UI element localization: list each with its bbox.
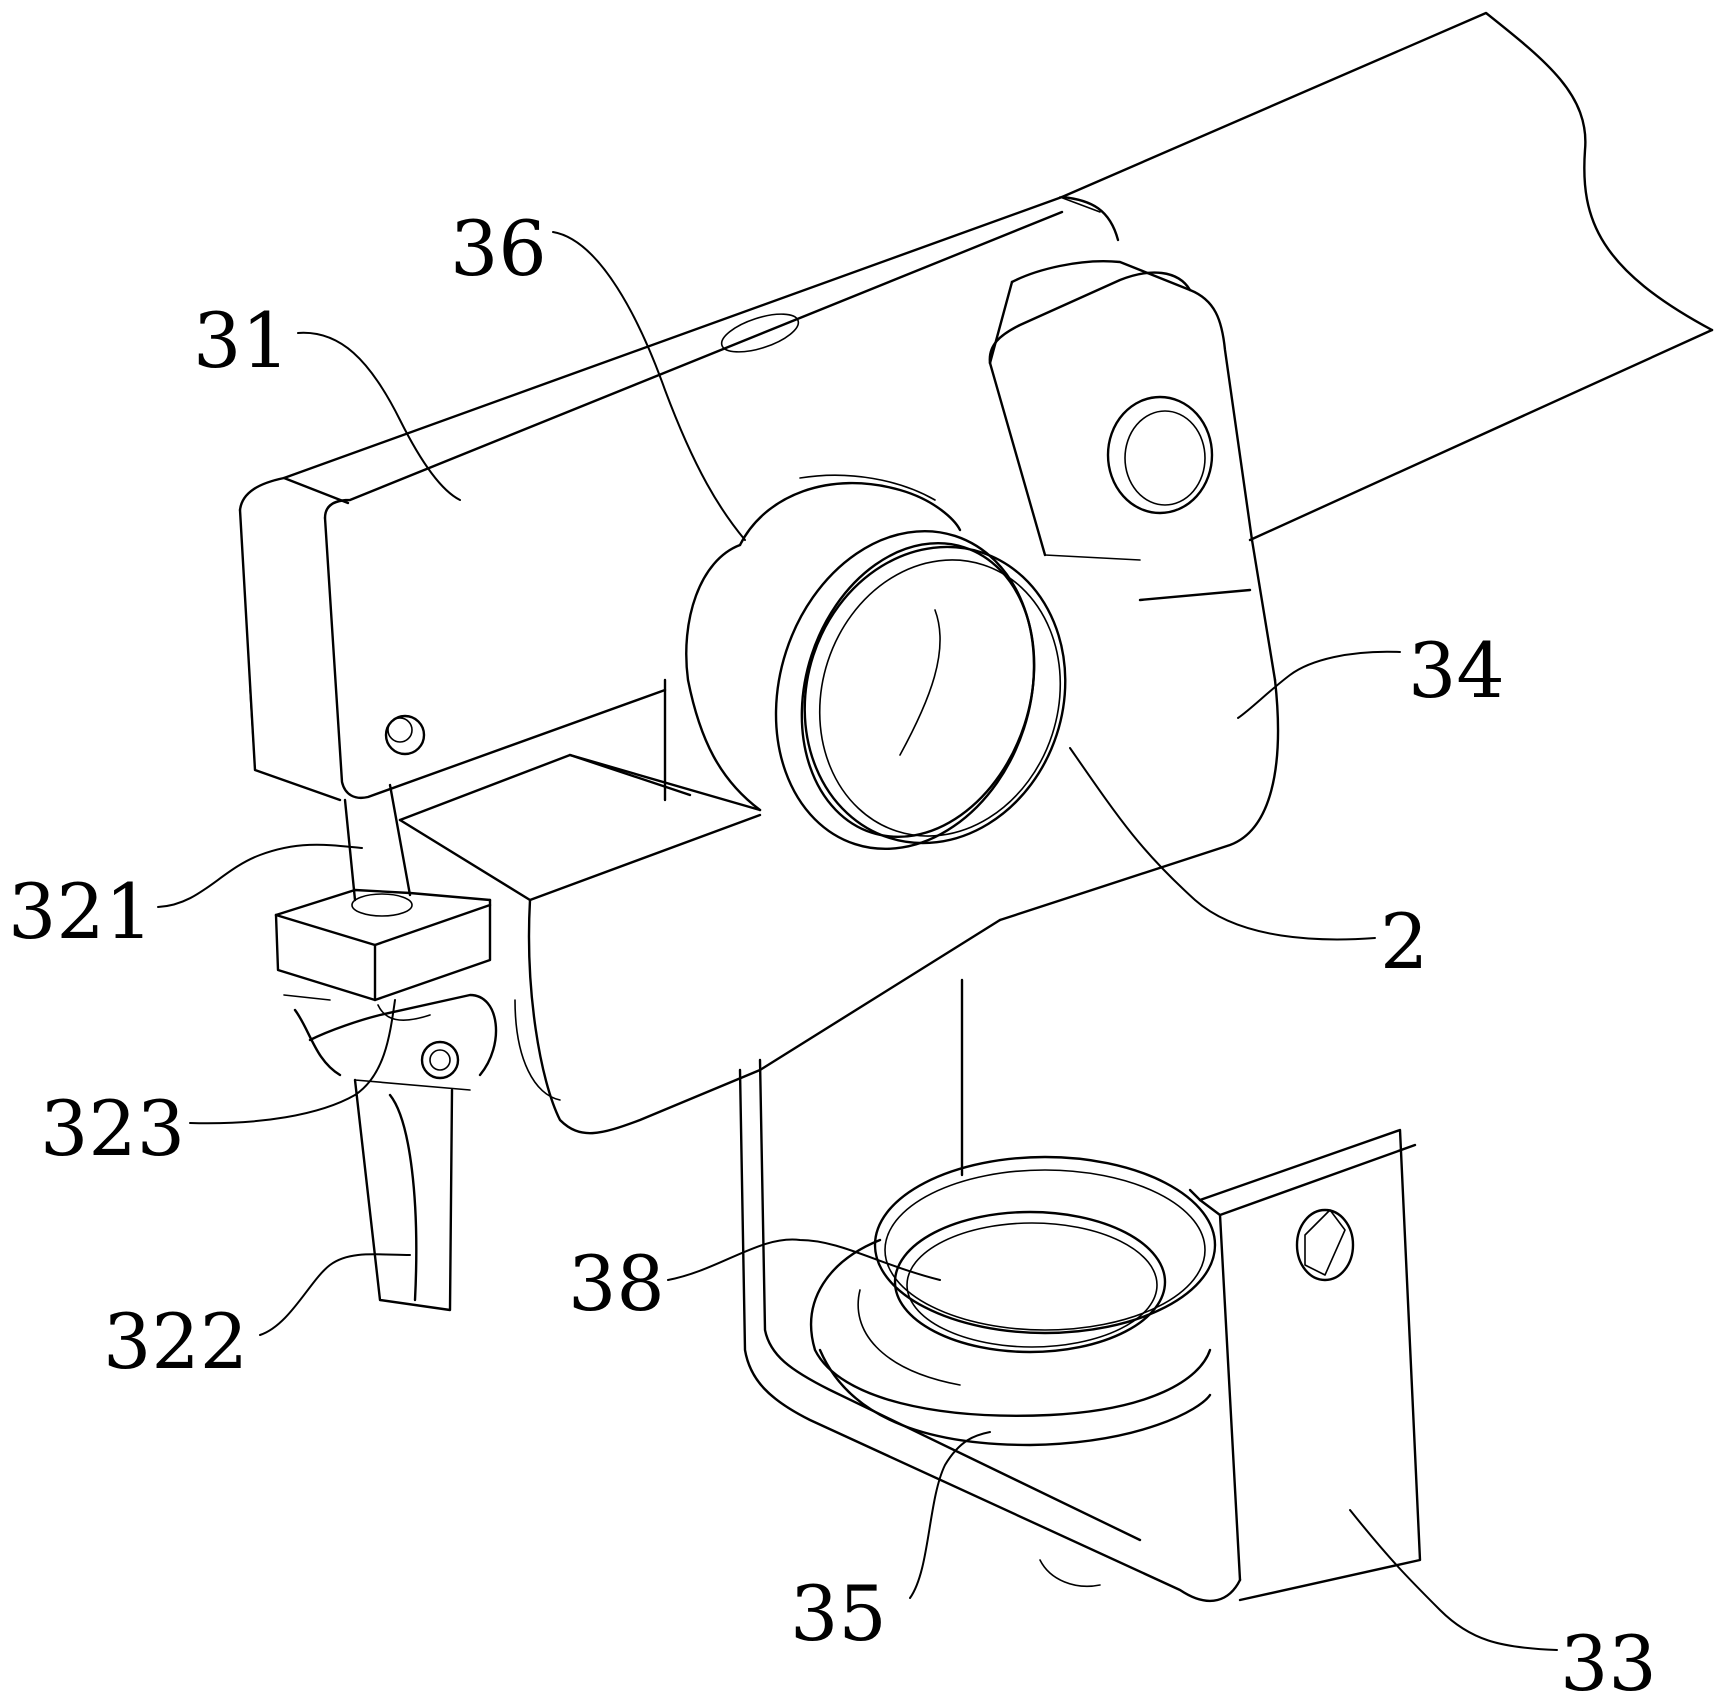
leader-35 <box>909 1431 991 1599</box>
label-31: 31 <box>193 296 290 385</box>
mount-plate-34 <box>988 260 1280 922</box>
collar-36 <box>663 474 962 812</box>
label-36: 36 <box>450 204 547 293</box>
ring-2 <box>774 529 1067 851</box>
leader-36 <box>552 231 746 541</box>
leader-33 <box>1349 1509 1558 1651</box>
leader-2 <box>1069 747 1376 941</box>
label-35: 35 <box>790 1569 887 1658</box>
leader-lines <box>157 231 1558 1651</box>
leader-34 <box>1237 650 1401 719</box>
leader-31 <box>297 331 461 501</box>
leader-321 <box>157 843 363 908</box>
arm-plate-31 <box>238 195 1120 802</box>
cup-38-base-35 <box>809 1155 1217 1587</box>
reference-numerals: 36 31 34 2 321 323 322 38 35 33 <box>8 204 1657 1700</box>
rod-321 <box>343 783 413 917</box>
blade-322 <box>353 1078 471 1312</box>
bracket-33 <box>738 978 1422 1602</box>
label-2: 2 <box>1380 897 1428 986</box>
lower-body <box>398 753 1002 1135</box>
label-38: 38 <box>568 1239 665 1328</box>
label-321: 321 <box>8 867 153 956</box>
label-323: 323 <box>40 1084 185 1173</box>
label-33: 33 <box>1560 1619 1657 1700</box>
leader-38 <box>667 1238 941 1281</box>
leader-322 <box>259 1253 411 1336</box>
label-322: 322 <box>103 1297 248 1386</box>
block-323 <box>274 888 498 1080</box>
leader-323 <box>189 999 396 1125</box>
rail-beam <box>1059 11 1714 542</box>
label-34: 34 <box>1408 626 1505 715</box>
